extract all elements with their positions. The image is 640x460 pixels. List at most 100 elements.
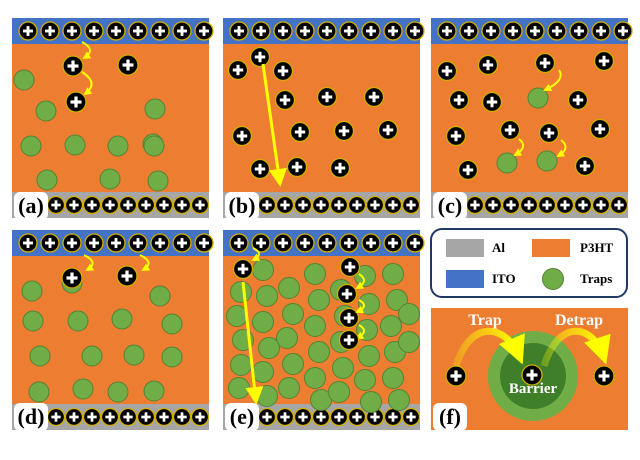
hole-c [574,155,596,177]
electrode-hole-bottom-b [275,195,295,215]
trap-d [67,310,89,332]
electrode-hole-bottom-e [257,407,277,427]
trap-d [149,285,171,307]
electrode-hole-bottom-c [483,195,503,215]
electrode-hole-top-c [503,21,523,41]
trap-a [13,69,35,91]
electrode-hole-top-a [128,21,148,41]
trap-e [398,303,420,325]
hop-arrow-a [81,71,93,96]
electrode-hole-top-b [383,21,403,41]
electrode-hole-bottom-d [82,407,102,427]
trap-e [308,341,330,363]
electrode-hole-bottom-a [136,195,156,215]
electrode-hole-bottom-d [190,407,210,427]
trap-a [64,134,86,156]
trap-e [358,345,380,367]
electrode-hole-bottom-d [64,407,84,427]
electrode-hole-bottom-c [573,195,593,215]
trap-e [252,311,274,333]
electrode-hole-top-e [273,233,293,253]
hop-arrow-c [556,139,567,158]
hole-f-left [445,365,467,387]
trap-a [36,169,58,191]
electrode-hole-top-c [481,21,501,41]
panel-label-d: (d) [14,403,48,431]
legend-swatch-p3ht [532,239,570,257]
trap-e [380,315,402,337]
p3ht-layer-c [431,18,628,218]
electrode-hole-bottom-e [401,407,421,427]
electrode-hole-bottom-c [591,195,611,215]
electrode-hole-bottom-e [383,407,403,427]
trap-a [107,135,129,157]
trap-e [282,303,304,325]
electrode-hole-top-a [62,21,82,41]
hole-f-center [521,364,543,386]
hole-c [499,119,521,141]
hop-arrow-a [81,41,92,60]
hole-b [286,156,308,178]
trap-e [308,289,330,311]
electrode-hole-bottom-b [311,195,331,215]
trap-e [304,367,326,389]
trap-d [29,345,51,367]
electrode-hole-bottom-a [172,195,192,215]
hop-arrow-d [139,254,151,272]
hole-c [436,60,458,82]
electrode-hole-top-c [459,21,479,41]
electrode-hole-top-a [194,21,214,41]
hop-arrow-d [83,254,95,272]
legend-swatch-traps [542,268,564,290]
electrode-hole-bottom-b [347,195,367,215]
hole-e [338,329,360,351]
hole-c [457,159,479,181]
trap-a [143,135,165,157]
electrode-hole-bottom-e [293,407,313,427]
hole-e [336,283,358,305]
electrode-hole-top-b [317,21,337,41]
hole-e [338,307,360,329]
electrode-hole-top-e [339,233,359,253]
hole-c [538,122,560,144]
electrode-hole-bottom-a [190,195,210,215]
legend-box: Al P3HT ITO Traps [430,228,628,298]
trap-d [28,381,50,403]
trap-d [161,346,183,368]
electrode-hole-top-d [106,233,126,253]
trap-e [278,277,300,299]
hole-e [232,258,254,280]
electrode-hole-top-c [591,21,611,41]
electrode-hole-top-a [150,21,170,41]
hole-c [448,89,470,111]
electrode-hole-bottom-c [609,195,629,215]
hole-b [316,86,338,108]
trap-e [278,377,300,399]
trap-arrow [452,327,525,368]
electrode-hole-bottom-b [401,195,421,215]
hole-b [227,59,249,81]
trap-d [123,344,145,366]
hole-c [593,50,615,72]
electrode-hole-top-c [569,21,589,41]
electrode-hole-bottom-d [46,407,66,427]
detrap-arrow [540,327,611,368]
electrode-hole-bottom-a [118,195,138,215]
panel-label-e: (e) [225,403,259,431]
electrode-hole-bottom-e [311,407,331,427]
hop-arrow-e [355,273,365,289]
legend-label-al: Al [492,240,505,255]
electrode-hole-bottom-d [118,407,138,427]
electrode-hole-top-a [106,21,126,41]
trap-e [386,289,408,311]
electrode-hole-top-d [172,233,192,253]
drift-arrow-e [241,281,264,405]
legend-label-p3ht: P3HT [580,240,614,255]
trap-e [354,369,376,391]
hole-a [65,91,87,113]
trap-a [144,98,166,120]
hole-b [363,86,385,108]
electrode-hole-top-b [251,21,271,41]
hole-c [481,91,503,113]
